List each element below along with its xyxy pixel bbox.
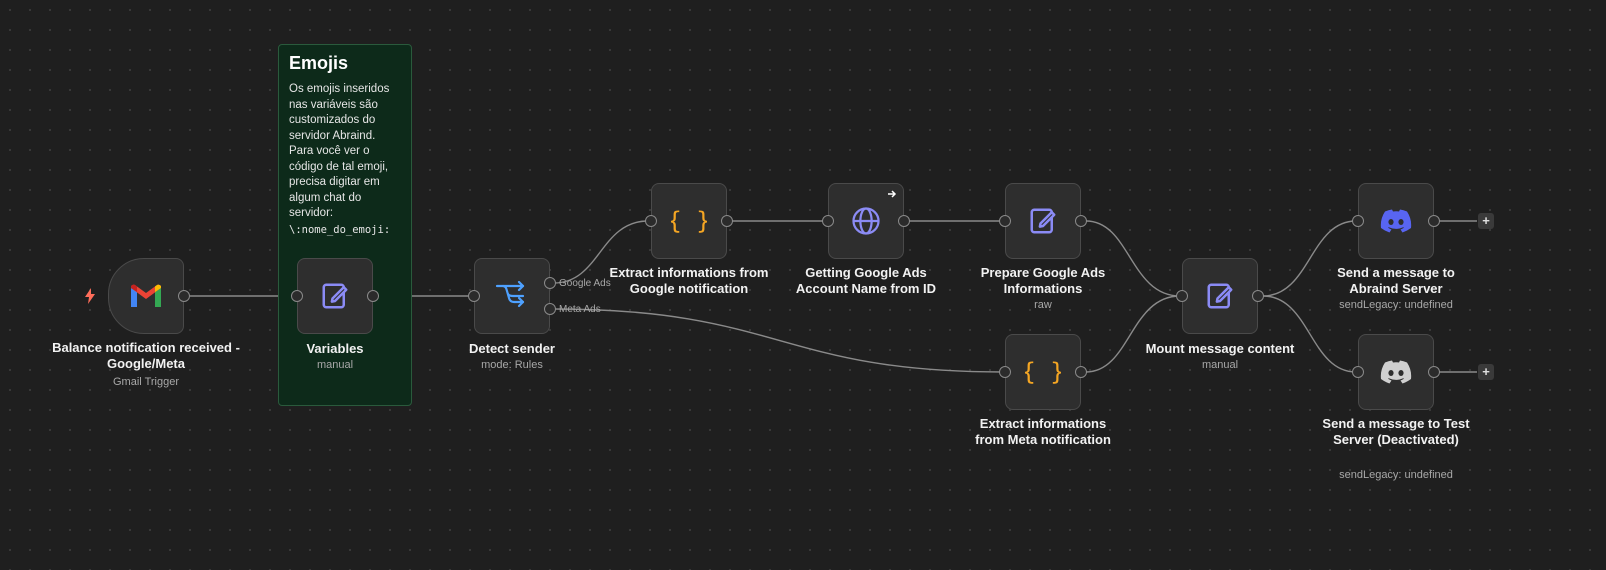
node-send-test[interactable] <box>1358 334 1434 410</box>
sticky-note-body: Os emojis inseridos nas variáveis são cu… <box>289 82 401 238</box>
arrow-right-icon <box>888 190 897 198</box>
extract-meta-input-port[interactable] <box>999 366 1011 378</box>
discord-icon <box>1380 209 1412 233</box>
node-prepare-google[interactable] <box>1005 183 1081 259</box>
extract-meta-title-text: Extract informations from Meta notificat… <box>975 416 1111 447</box>
detect-sender-title: Detect sender <box>469 341 555 356</box>
gmail-trigger-output-port[interactable] <box>178 290 190 302</box>
edit-icon <box>322 283 348 309</box>
sticky-note-code: \:nome_do_emoji: <box>289 223 391 236</box>
gmail-trigger-title: Balance notification received - Google/M… <box>52 340 240 371</box>
detect-sender-output-google-port[interactable] <box>544 277 556 289</box>
edge-detect-google <box>553 220 649 284</box>
node-mount-message[interactable] <box>1182 258 1258 334</box>
prepare-google-title-text: Prepare Google Ads Informations <box>980 265 1106 296</box>
send-abraind-subtitle: sendLegacy: undefined <box>1339 299 1453 311</box>
node-extract-google[interactable]: { } <box>651 183 727 259</box>
extract-google-title: Extract informations from Google notific… <box>589 265 789 297</box>
send-test-title-text: Send a message to Test Server (Deactivat… <box>1322 416 1470 447</box>
extract-meta-title: Extract informations from Meta notificat… <box>943 416 1143 448</box>
send-abraind-title: Send a message to Abraind Server <box>1296 265 1496 297</box>
detect-sender-input-port[interactable] <box>468 290 480 302</box>
trigger-bolt-icon <box>85 288 95 304</box>
send-test-output-port[interactable] <box>1428 366 1440 378</box>
send-test-subtitle: sendLegacy: undefined <box>1339 469 1453 481</box>
switch-icon <box>495 281 525 308</box>
extract-meta-output-port[interactable] <box>1075 366 1087 378</box>
send-test-title: Send a message to Test Server (Deactivat… <box>1296 416 1496 448</box>
extract-google-input-port[interactable] <box>645 215 657 227</box>
sticky-note-emojis[interactable]: Emojis Os emojis inseridos nas variáveis… <box>278 44 412 406</box>
get-account-name-title-text: Getting Google Ads Account Name from ID <box>795 265 937 296</box>
variables-subtitle: manual <box>316 359 354 371</box>
code-braces-icon: { } <box>1025 358 1061 386</box>
extract-google-title-text: Extract informations from Google notific… <box>609 265 769 296</box>
branch-label-meta-ads: Meta Ads <box>559 304 601 315</box>
mount-message-output-port[interactable] <box>1252 290 1264 302</box>
sticky-note-title: Emojis <box>289 53 349 73</box>
send-abraind-input-port[interactable] <box>1352 215 1364 227</box>
send-abraind-output-port[interactable] <box>1428 215 1440 227</box>
get-account-name-title: Getting Google Ads Account Name from ID <box>766 265 966 297</box>
gmail-icon <box>131 284 161 307</box>
add-node-after-test-button[interactable]: + <box>1478 364 1494 380</box>
variables-output-port[interactable] <box>367 290 379 302</box>
edge-mount-test <box>1262 295 1357 373</box>
get-account-name-input-port[interactable] <box>822 215 834 227</box>
node-detect-sender[interactable] <box>474 258 550 334</box>
node-send-abraind[interactable] <box>1358 183 1434 259</box>
node-get-account-name[interactable] <box>828 183 904 259</box>
svg-text:{ }: { } <box>671 207 707 235</box>
edge-detect-meta <box>553 308 1004 373</box>
node-gmail-trigger[interactable] <box>108 258 184 334</box>
mount-message-input-port[interactable] <box>1176 290 1188 302</box>
discord-icon <box>1380 360 1412 384</box>
prepare-google-title: Prepare Google Ads Informations <box>943 265 1143 297</box>
detect-sender-output-meta-port[interactable] <box>544 303 556 315</box>
globe-icon <box>852 207 880 235</box>
edit-icon <box>1207 283 1233 309</box>
prepare-google-subtitle: raw <box>1034 299 1052 311</box>
get-account-name-output-port[interactable] <box>898 215 910 227</box>
edge-mount-abraind <box>1262 220 1357 297</box>
send-test-input-port[interactable] <box>1352 366 1364 378</box>
branch-label-google-ads: Google Ads <box>559 278 611 289</box>
prepare-google-input-port[interactable] <box>999 215 1011 227</box>
node-variables[interactable] <box>297 258 373 334</box>
edge-prepare-mount <box>1085 220 1181 297</box>
add-node-after-abraind-button[interactable]: + <box>1478 213 1494 229</box>
variables-title: Variables <box>306 341 364 356</box>
mount-message-title: Mount message content <box>1145 341 1295 356</box>
extract-google-output-port[interactable] <box>721 215 733 227</box>
variables-input-port[interactable] <box>291 290 303 302</box>
mount-message-subtitle: manual <box>1201 359 1239 371</box>
edge-meta-mount <box>1085 295 1181 373</box>
code-braces-icon: { } <box>671 207 707 235</box>
gmail-trigger-subtitle: Gmail Trigger <box>112 376 180 388</box>
edit-icon <box>1030 208 1056 234</box>
sticky-note-text: Os emojis inseridos nas variáveis são cu… <box>289 83 390 219</box>
detect-sender-subtitle: mode: Rules <box>481 359 543 371</box>
prepare-google-output-port[interactable] <box>1075 215 1087 227</box>
svg-text:{ }: { } <box>1025 358 1061 386</box>
send-abraind-title-text: Send a message to Abraind Server <box>1337 265 1455 296</box>
node-extract-meta[interactable]: { } <box>1005 334 1081 410</box>
